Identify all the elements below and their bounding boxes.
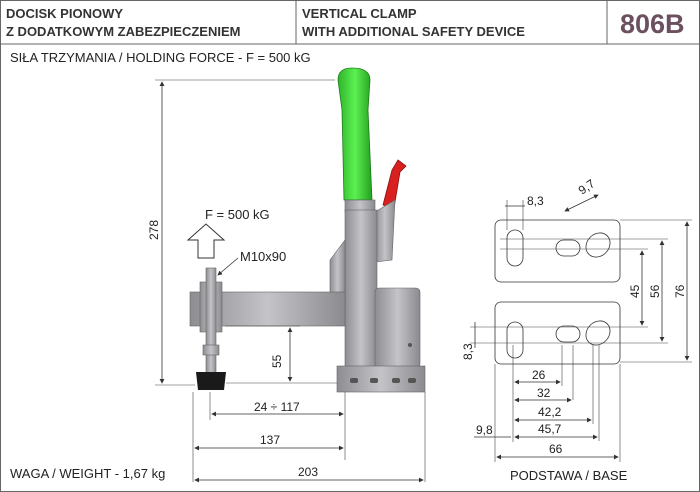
base-caption: PODSTAWA / BASE [510,468,628,483]
clamp-body [344,209,378,371]
dim-9-7: 9,7 [576,176,598,197]
dim-32: 32 [537,386,551,400]
dim-8-3-top: 8,3 [527,194,544,208]
rubber-foot [196,372,226,390]
dim-278: 278 [147,220,161,240]
dim-203: 203 [298,465,318,479]
thread-label: M10x90 [240,249,286,264]
dim-56: 56 [648,284,662,298]
spindle [205,267,217,375]
force-arrow-icon [186,223,226,259]
dim-55: 55 [270,354,284,368]
dim-24-117: 24 ÷ 117 [254,400,300,414]
base-plate-top [494,219,621,283]
holding-force: SIŁA TRZYMANIA / HOLDING FORCE - F = 500… [10,50,311,65]
base-drawing: 76 56 45 8,3 9,7 8,3 26 32 42,2 45,7 9,8… [461,176,692,462]
dim-45-7: 45,7 [538,422,562,436]
base-plate-bottom [494,301,621,365]
title-en-line1: VERTICAL CLAMP [302,6,417,21]
dim-76: 76 [673,284,687,298]
dim-42-2: 42,2 [538,405,562,419]
title-pl-line2: Z DODATKOWYM ZABEZPIECZENIEM [6,24,240,39]
clamp-dimensions: 278 55 24 ÷ 117 137 203 [147,79,426,483]
title-pl-line1: DOCISK PIONOWY [6,6,123,21]
dim-137: 137 [260,433,280,447]
model-code: 806B [620,9,685,39]
dim-66: 66 [549,442,563,456]
green-handle [337,67,373,201]
dim-45: 45 [628,284,642,298]
dim-26: 26 [532,368,546,382]
dim-8-3-side: 8,3 [461,343,475,360]
dim-9-8: 9,8 [476,423,493,437]
force-label: F = 500 kG [205,207,270,222]
title-en-line2: WITH ADDITIONAL SAFETY DEVICE [302,24,525,39]
clamp-illustration [189,67,426,393]
weight: WAGA / WEIGHT - 1,67 kg [10,466,165,481]
